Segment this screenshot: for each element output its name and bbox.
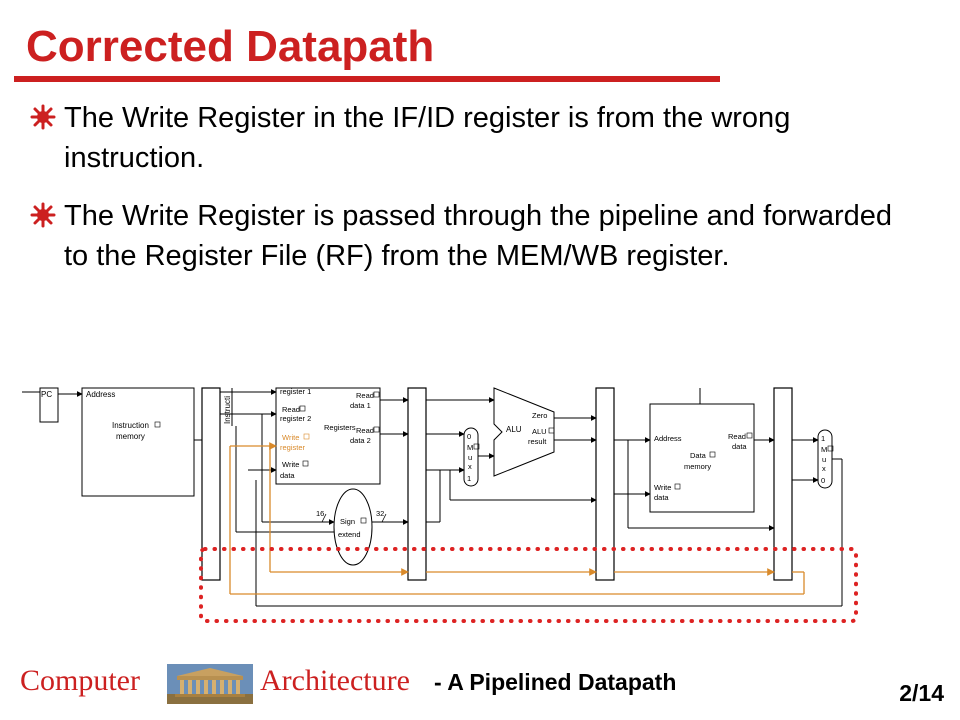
svg-text:1: 1 — [467, 474, 471, 483]
svg-text:Address: Address — [654, 434, 682, 443]
svg-text:Read: Read — [356, 391, 374, 400]
svg-text:32: 32 — [376, 509, 384, 518]
alu-src-mux — [463, 427, 479, 487]
bullet-item: The Write Register in the IF/ID register… — [30, 98, 900, 178]
page-number: 2/14 — [899, 680, 944, 706]
title-underline — [14, 76, 720, 82]
svg-text:data 1: data 1 — [350, 401, 371, 410]
svg-text:data 2: data 2 — [350, 436, 371, 445]
svg-text:Sign: Sign — [340, 517, 355, 526]
bullet-sun-icon — [30, 104, 56, 130]
instruction-memory-address-label: Address — [86, 390, 115, 399]
svg-text:data: data — [654, 493, 669, 502]
svg-text:Read: Read — [356, 426, 374, 435]
footer-architecture-text: Architecture — [260, 664, 410, 697]
bullet-item: The Write Register is passed through the… — [30, 196, 900, 276]
svg-text:register 2: register 2 — [280, 414, 311, 423]
svg-text:16: 16 — [316, 509, 324, 518]
instruction-label: Instructi — [223, 396, 232, 424]
highlight-dotted-box — [199, 547, 858, 623]
slide-title: Corrected Datapath — [26, 22, 435, 71]
svg-text:Read: Read — [282, 405, 300, 414]
mem-wb-pipeline-register — [773, 387, 793, 581]
svg-text:u: u — [822, 455, 826, 464]
svg-text:Registers: Registers — [324, 423, 356, 432]
bullet-text: The Write Register in the IF/ID register… — [64, 102, 791, 174]
sign-extend-unit — [333, 488, 373, 566]
pc-label: PC — [41, 390, 52, 399]
svg-text:Data: Data — [690, 451, 707, 460]
svg-text:M: M — [821, 445, 827, 454]
footer-computer-text: Computer — [20, 664, 140, 697]
svg-text:Read: Read — [728, 432, 746, 441]
svg-text:register 1: register 1 — [280, 387, 311, 396]
svg-text:extend: extend — [338, 530, 361, 539]
svg-text:data: data — [280, 471, 295, 480]
pc-register — [39, 387, 59, 423]
svg-text:result: result — [528, 437, 547, 446]
if-id-pipeline-register — [201, 387, 221, 581]
svg-text:ALU: ALU — [532, 427, 547, 436]
pipelined-datapath-diagram: PC Address Instruction memory Instructi … — [22, 387, 858, 623]
parthenon-image-icon — [167, 664, 253, 704]
write-register-label: Write — [282, 433, 299, 442]
bullet-text: The Write Register is passed through the… — [64, 200, 893, 272]
svg-text:Write: Write — [282, 460, 299, 469]
alu-unit — [493, 387, 555, 477]
svg-text:u: u — [468, 453, 472, 462]
id-ex-pipeline-register — [407, 387, 427, 581]
register-file — [275, 387, 381, 485]
data-memory — [649, 403, 755, 513]
svg-text:data: data — [732, 442, 747, 451]
svg-text:x: x — [468, 462, 472, 471]
write-register-label: register — [280, 443, 306, 452]
svg-text:M: M — [467, 443, 473, 452]
instruction-memory — [81, 387, 195, 497]
bullet-sun-icon — [30, 202, 56, 228]
svg-text:1: 1 — [821, 434, 825, 443]
svg-text:Zero: Zero — [532, 411, 547, 420]
svg-text:0: 0 — [821, 476, 825, 485]
svg-text:x: x — [822, 464, 826, 473]
svg-text:ALU: ALU — [506, 425, 522, 434]
footer-subtitle: - A Pipelined Datapath — [434, 669, 677, 695]
write-register-forward-path — [229, 442, 805, 595]
instruction-memory-label: memory — [116, 432, 145, 441]
svg-text:memory: memory — [684, 462, 711, 471]
instruction-memory-label: Instruction — [112, 421, 149, 430]
ex-mem-pipeline-register — [595, 387, 615, 581]
svg-text:0: 0 — [467, 432, 471, 441]
svg-text:Write: Write — [654, 483, 671, 492]
